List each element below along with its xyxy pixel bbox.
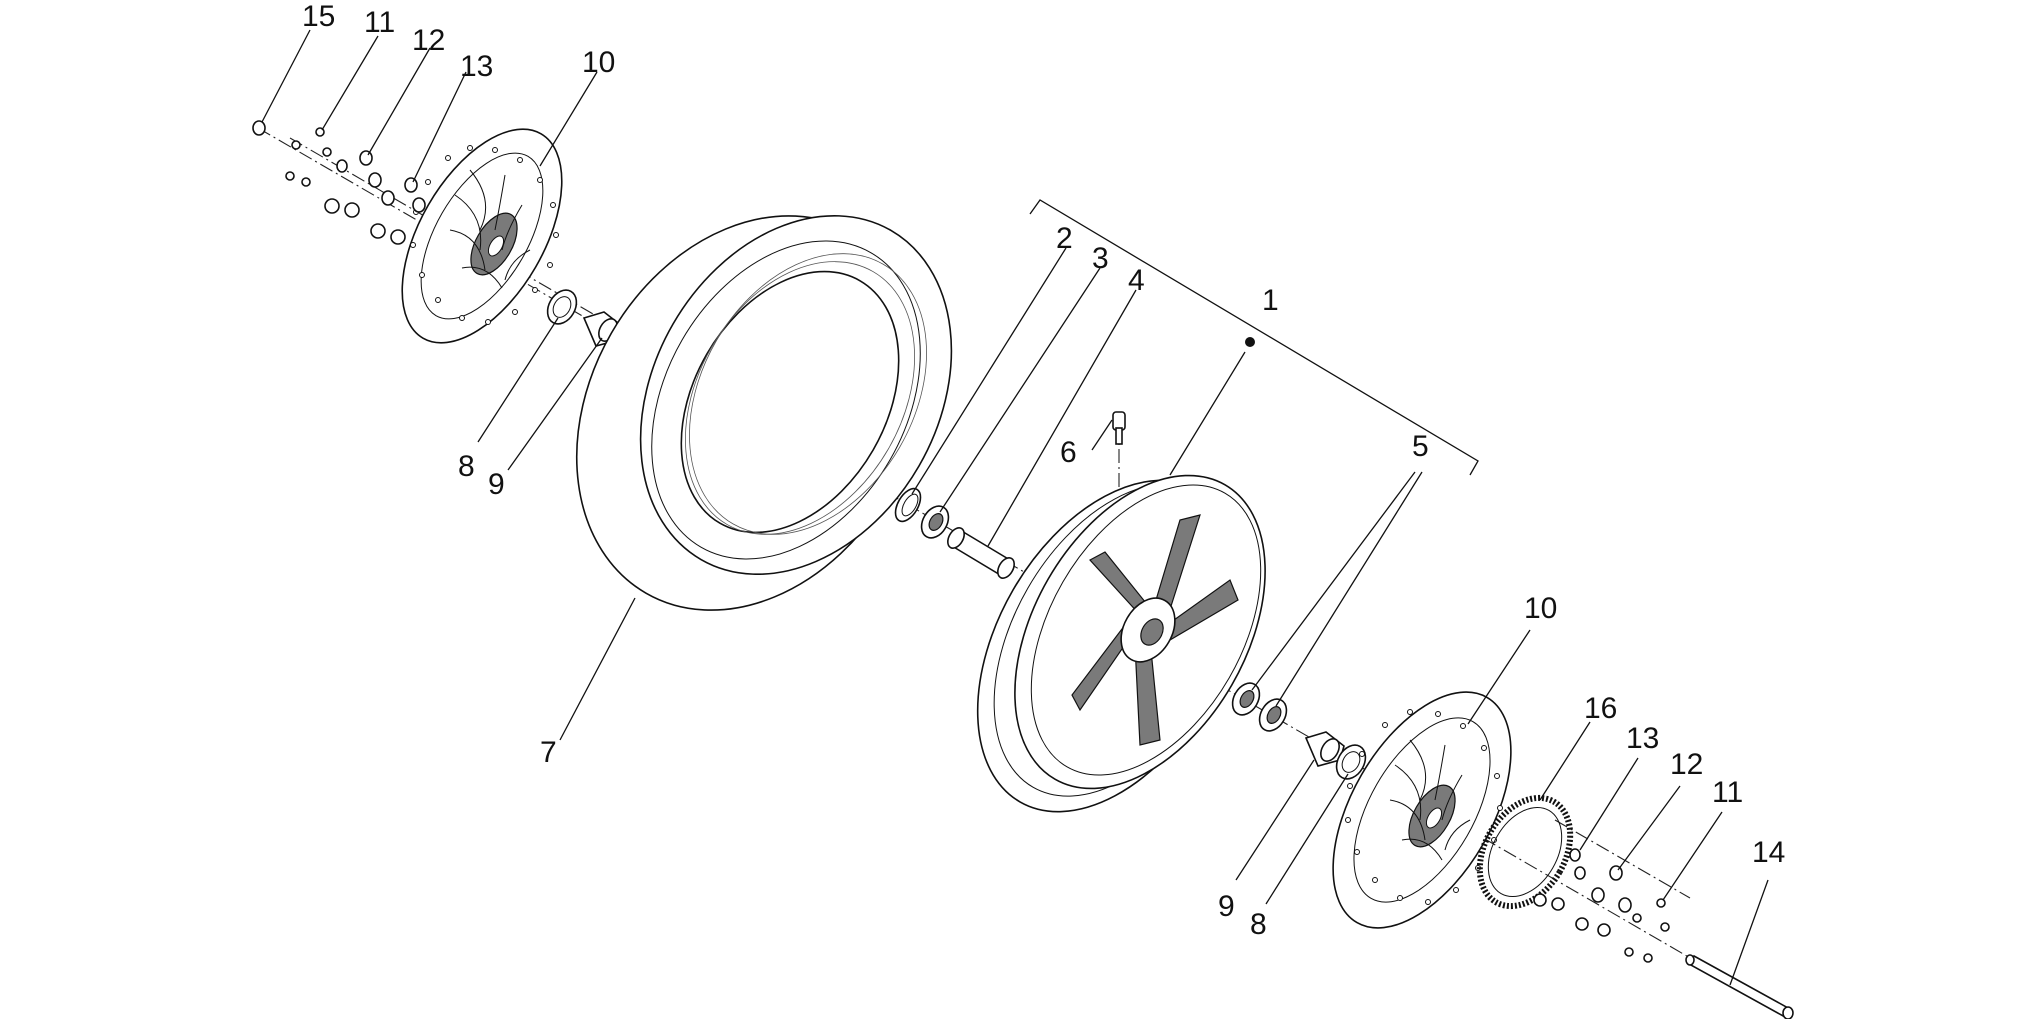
assembly-dot (1245, 337, 1255, 347)
callout-13-right: 13 (1626, 722, 1659, 755)
assembly-bracket (1029, 199, 1479, 476)
callout-5-bearings: 5 (1412, 430, 1429, 463)
callout-1-rim: 1 (1262, 284, 1279, 317)
bolt-set-right (1533, 848, 1670, 963)
callout-4-spacer: 4 (1128, 264, 1145, 297)
callout-15-left: 15 (302, 0, 335, 33)
valve (1112, 411, 1126, 445)
bearing-right-outer (1231, 682, 1261, 716)
circlip (894, 487, 922, 523)
callout-12-right: 12 (1670, 748, 1703, 781)
callout-8-left: 8 (458, 450, 475, 483)
brake-disc-left (401, 128, 563, 344)
callout-10-right: 10 (1524, 592, 1557, 625)
axle (1685, 954, 1794, 1019)
seal-right (1335, 744, 1367, 780)
seal-left (546, 289, 578, 325)
callout-12-left: 12 (412, 24, 445, 57)
callout-7-tyre: 7 (540, 736, 557, 769)
callout-16-abs-ring: 16 (1584, 692, 1617, 725)
callout-8-right: 8 (1250, 908, 1267, 941)
callout-6-valve: 6 (1060, 436, 1077, 469)
leader-lines (261, 29, 1769, 986)
callout-9-left: 9 (488, 468, 505, 501)
callout-11-left: 11 (364, 6, 395, 39)
callout-3-bearing: 3 (1092, 242, 1109, 275)
callout-14-axle: 14 (1752, 836, 1785, 869)
callout-2-circlip: 2 (1056, 222, 1073, 255)
tyre (575, 214, 953, 611)
callout-labels: 15 11 12 13 10 8 9 7 2 3 4 1 6 5 10 16 1… (302, 0, 1785, 941)
bolt-set-left (252, 120, 426, 245)
callout-11-right: 11 (1712, 776, 1743, 809)
callout-10-left: 10 (582, 46, 615, 79)
callout-13-left: 13 (460, 50, 493, 83)
bearing-right-inner (1258, 698, 1288, 732)
bolt-axis-lower-right (1554, 819, 1691, 899)
callout-9-right: 9 (1218, 890, 1235, 923)
hub-spacer-tube (947, 527, 1015, 579)
brake-disc-right (1332, 691, 1512, 929)
abs-tone-ring (1476, 794, 1574, 910)
rim (976, 474, 1266, 813)
